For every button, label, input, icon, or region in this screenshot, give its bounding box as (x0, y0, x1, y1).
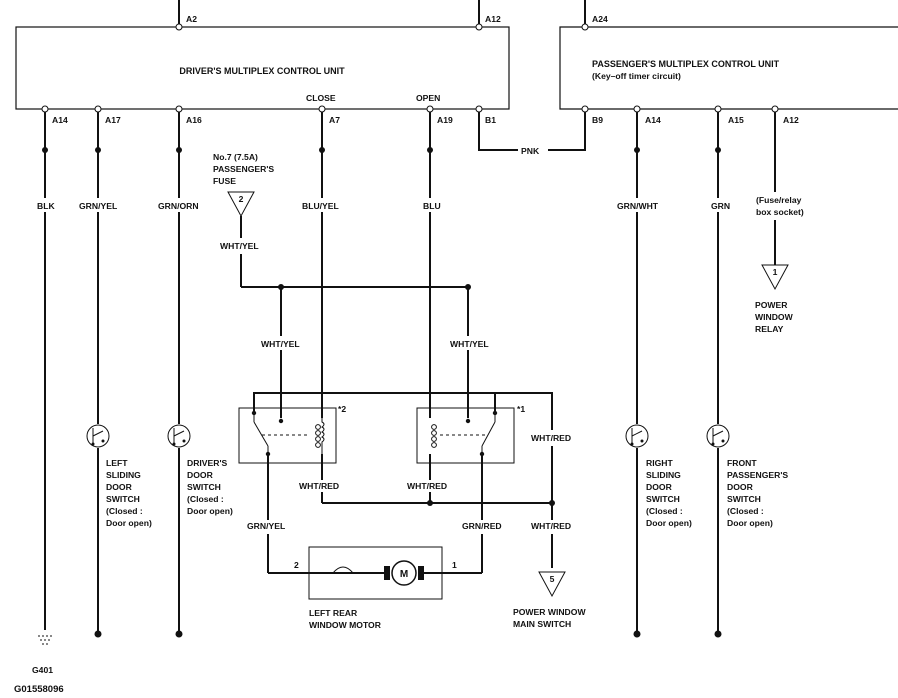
right-sliding-label-5: (Closed : (646, 506, 683, 516)
right-sliding-label-6: Door open) (646, 518, 692, 528)
wire-wht-yel-left-label: WHT/YEL (261, 339, 300, 349)
front-passenger-door-switch (706, 424, 730, 448)
relay-1 (416, 407, 515, 464)
left-sliding-door-switch (86, 424, 110, 448)
left-sliding-label-1: LEFT (106, 458, 128, 468)
motor-pin-2: 2 (294, 560, 299, 570)
wire-blu-yel-label: BLU/YEL (302, 201, 339, 211)
wire-grn-yel-label: GRN/YEL (79, 201, 117, 211)
relay-2-label: *2 (338, 404, 346, 414)
motor-pin-1: 1 (452, 560, 457, 570)
pin-b1-label: B1 (485, 115, 496, 125)
right-sliding-label-4: SWITCH (646, 494, 680, 504)
relay-label-3: RELAY (755, 324, 784, 334)
relay-label-2: WINDOW (755, 312, 794, 322)
pin-a7-label: A7 (329, 115, 340, 125)
front-pass-label-4: SWITCH (727, 494, 761, 504)
wire-pnk-label: PNK (521, 146, 540, 156)
pin-a2-label: A2 (186, 14, 197, 24)
wire-grn-red-low-label: GRN/RED (462, 521, 502, 531)
front-pass-label-2: PASSENGER'S (727, 470, 788, 480)
relay-connector-num: 1 (773, 267, 778, 277)
pin-a24 (581, 23, 589, 31)
passenger-unit-label: PASSENGER'S MULTIPLEX CONTROL UNIT (592, 59, 780, 69)
main-switch-label-1: POWER WINDOW (513, 607, 586, 617)
relay-label-1: POWER (755, 300, 788, 310)
fuse-connector-symbol: 2 (227, 191, 255, 218)
fuse-line-3: FUSE (213, 176, 236, 186)
fuse-connector-num: 2 (239, 194, 244, 204)
wire-grn-orn-label: GRN/ORN (158, 201, 199, 211)
main-switch-num: 5 (550, 574, 555, 584)
drivers-door-switch (167, 424, 191, 448)
driver-door-label-4: (Closed : (187, 494, 224, 504)
wire-wht-yel-right-label: WHT/YEL (450, 339, 489, 349)
pin-a12-passenger-label: A12 (783, 115, 799, 125)
wire-blu-label: BLU (423, 201, 441, 211)
pin-a16-label: A16 (186, 115, 202, 125)
ground-label: G401 (32, 665, 53, 675)
pin-a12-top-label: A12 (485, 14, 501, 24)
wire-wht-red-low-label: WHT/RED (531, 521, 571, 531)
right-sliding-label-3: DOOR (646, 482, 673, 492)
left-sliding-label-2: SLIDING (106, 470, 141, 480)
pin-a15-label: A15 (728, 115, 744, 125)
pin-a24-label: A24 (592, 14, 608, 24)
front-pass-label-6: Door open) (727, 518, 773, 528)
left-sliding-label-6: Door open) (106, 518, 152, 528)
driver-door-label-5: Door open) (187, 506, 233, 516)
pin-a19-label: A19 (437, 115, 453, 125)
driver-multiplex-control-unit: DRIVER'S MULTIPLEX CONTROL UNIT (15, 26, 510, 110)
front-pass-label-5: (Closed : (727, 506, 764, 516)
pin-a14-passenger-label: A14 (645, 115, 661, 125)
main-switch-label-2: MAIN SWITCH (513, 619, 571, 629)
right-sliding-door-switch (625, 424, 649, 448)
power-window-relay-connector: 1 (761, 264, 789, 291)
wire-grn-label: GRN (711, 201, 730, 211)
driver-unit-label: DRIVER'S MULTIPLEX CONTROL UNIT (179, 66, 345, 76)
front-pass-label-1: FRONT (727, 458, 757, 468)
passenger-unit-note: (Key–off timer circuit) (592, 71, 681, 81)
wire-wht-red-right-label: WHT/RED (531, 433, 571, 443)
open-signal-label: OPEN (416, 93, 440, 103)
driver-door-label-2: DOOR (187, 470, 214, 480)
wire-wht-red-mid2-label: WHT/RED (407, 481, 447, 491)
wire-blk-label: BLK (37, 201, 55, 211)
socket-label-2: box socket) (756, 207, 804, 217)
pin-a14-driver-label: A14 (52, 115, 68, 125)
pin-a12-top (475, 23, 483, 31)
ground-symbol-g401 (38, 635, 52, 645)
fuse-line-2: PASSENGER'S (213, 164, 274, 174)
left-sliding-label-5: (Closed : (106, 506, 143, 516)
motor-symbol: M (400, 569, 408, 580)
close-signal-label: CLOSE (306, 93, 336, 103)
left-sliding-label-3: DOOR (106, 482, 133, 492)
left-rear-window-motor: M (308, 546, 443, 600)
motor-label-1: LEFT REAR (309, 608, 358, 618)
pin-a17-label: A17 (105, 115, 121, 125)
wire-wht-yel-fuse-label: WHT/YEL (220, 241, 259, 251)
pin-a2 (175, 23, 183, 31)
socket-label-1: (Fuse/relay (756, 195, 802, 205)
right-sliding-label-2: SLIDING (646, 470, 681, 480)
right-sliding-label-1: RIGHT (646, 458, 673, 468)
pin-b9-label: B9 (592, 115, 603, 125)
passenger-multiplex-control-unit: PASSENGER'S MULTIPLEX CONTROL UNIT (Key–… (559, 26, 898, 110)
relay-2 (238, 407, 337, 464)
driver-door-label-1: DRIVER'S (187, 458, 228, 468)
driver-door-label-3: SWITCH (187, 482, 221, 492)
wire-grn-wht-label: GRN/WHT (617, 201, 659, 211)
relay-1-label: *1 (517, 404, 525, 414)
left-sliding-label-4: SWITCH (106, 494, 140, 504)
wire-wht-red-mid1-label: WHT/RED (299, 481, 339, 491)
figure-id: G01558096 (14, 684, 64, 695)
wire-grn-yel-low-label: GRN/YEL (247, 521, 285, 531)
front-pass-label-3: DOOR (727, 482, 754, 492)
fuse-line-1: No.7 (7.5A) (213, 152, 258, 162)
main-switch-connector: 5 (538, 571, 566, 598)
motor-label-2: WINDOW MOTOR (309, 620, 382, 630)
